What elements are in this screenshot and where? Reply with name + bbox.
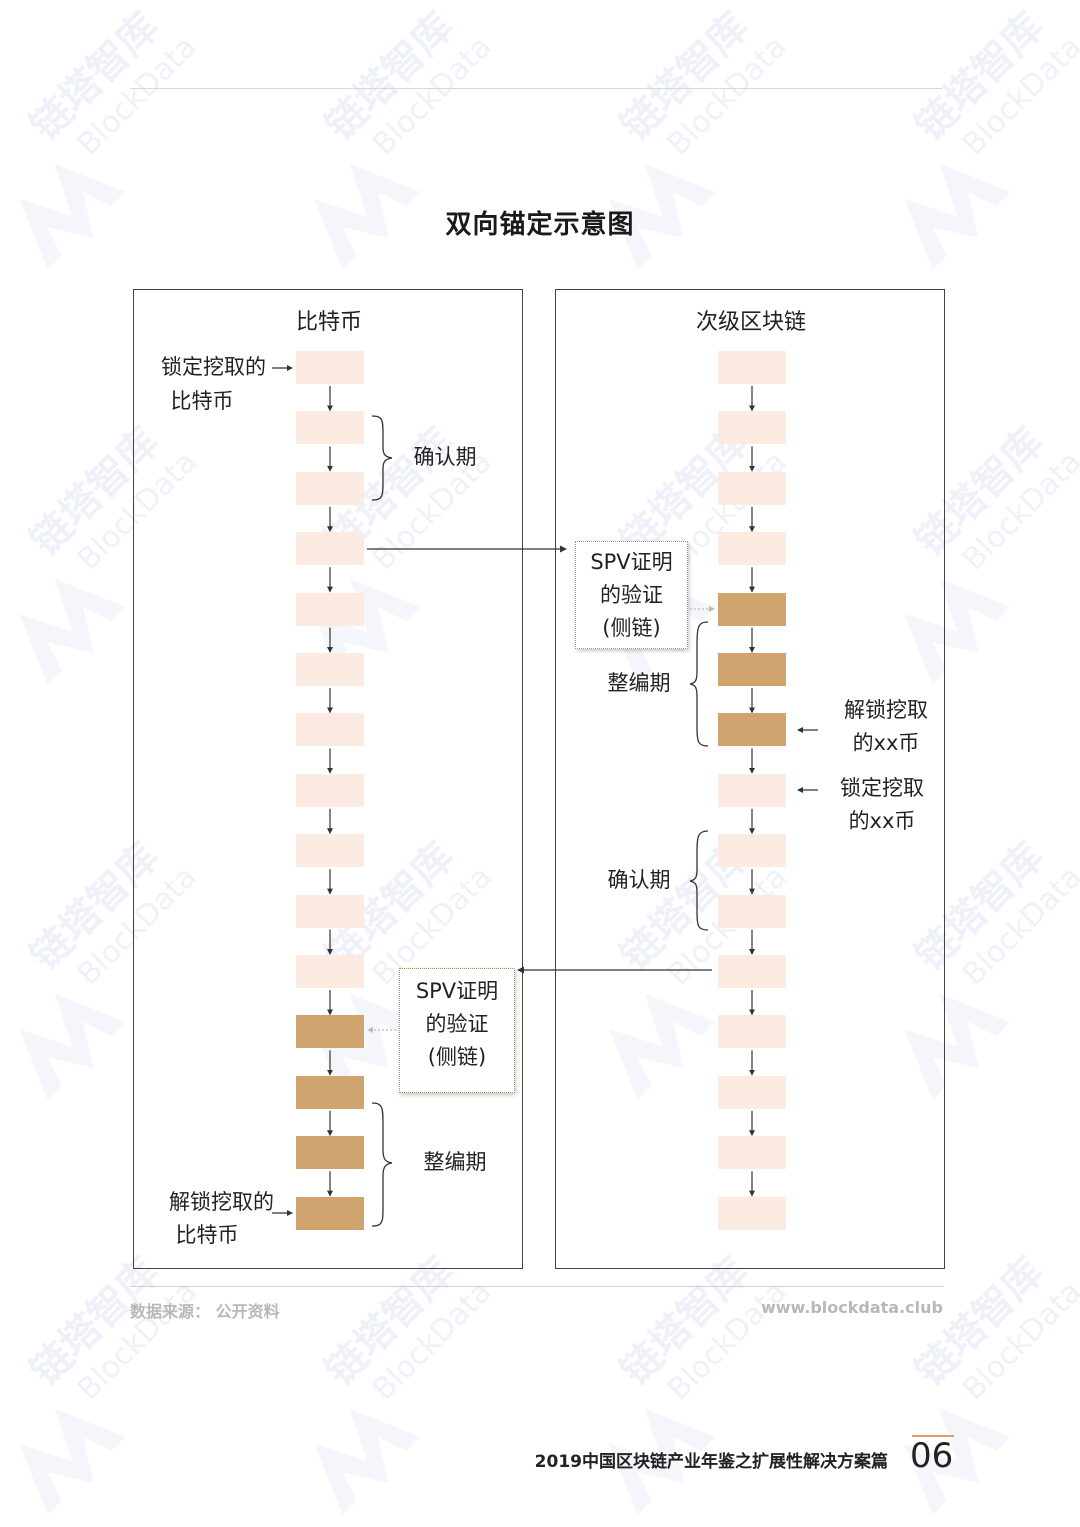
left-panel-bitcoin [133, 289, 523, 1269]
right-panel-title: 次级区块链 [695, 310, 806, 335]
right-chain-block [718, 1196, 786, 1230]
left-unlock-label-line2: 比特币 [175, 1223, 239, 1247]
right-lock-label-line2: 的xx币 [848, 809, 916, 833]
left-chain-block [296, 713, 364, 747]
left-chain-block [296, 1196, 364, 1230]
left-chain-block [296, 1015, 364, 1049]
right-chain-block [718, 532, 786, 566]
left-chain-block [296, 532, 364, 566]
right-chain-block [718, 592, 786, 626]
right-chain-block [718, 955, 786, 988]
left-confirm-label: 确认期 [413, 445, 477, 469]
left-spv-line1: SPV证明 [415, 979, 499, 1003]
svg-text:BlockData: BlockData [956, 29, 1080, 162]
svg-text:链塔智库: 链塔智库 [317, 1249, 463, 1395]
bottom-divider [130, 1286, 944, 1287]
left-chain-block [296, 834, 364, 868]
svg-text:BlockData: BlockData [71, 29, 204, 162]
right-spv-verification-box: SPV证明 的验证 (侧链) [575, 541, 688, 649]
right-unlock-label-line2: 的xx币 [852, 731, 920, 755]
website-link[interactable]: www.blockdata.club [760, 1298, 943, 1317]
right-consolidate-label: 整编期 [607, 671, 671, 695]
svg-text:链塔智库: 链塔智库 [907, 1249, 1053, 1395]
left-spv-line3: (侧链) [427, 1045, 487, 1069]
left-chain-block [296, 1075, 364, 1109]
left-chain-block [296, 894, 364, 928]
left-chain-block [296, 773, 364, 807]
right-unlock-label-line1: 解锁挖取 [844, 698, 928, 722]
svg-text:BlockData: BlockData [366, 1274, 499, 1407]
data-source: 数据来源： 公开资料 [130, 1302, 280, 1321]
right-spv-line2: 的验证 [600, 583, 663, 607]
right-panel-sidechain [555, 289, 945, 1269]
report-title: 2019中国区块链产业年鉴之扩展性解决方案篇 [534, 1452, 888, 1472]
left-lock-label-line2: 比特币 [170, 389, 234, 413]
left-spv-verification-box: SPV证明 的验证 (侧链) [399, 968, 515, 1093]
left-panel-title: 比特币 [295, 310, 362, 335]
svg-text:链塔智库: 链塔智库 [612, 4, 758, 150]
left-chain-block [296, 1136, 364, 1170]
svg-text:BlockData: BlockData [661, 29, 794, 162]
page-number: 06 [910, 1436, 954, 1476]
svg-text:BlockData: BlockData [956, 444, 1080, 577]
right-chain-block [718, 1136, 786, 1170]
right-chain-block [718, 653, 786, 686]
top-divider [130, 88, 942, 89]
svg-text:BlockData: BlockData [956, 1274, 1080, 1407]
left-chain-block [296, 411, 364, 445]
right-chain-block [718, 351, 786, 384]
page-number-accent [912, 1435, 954, 1437]
right-chain-block [718, 471, 786, 505]
right-chain-block [718, 894, 786, 928]
svg-text:链塔智库: 链塔智库 [612, 1249, 758, 1395]
svg-text:BlockData: BlockData [956, 859, 1080, 992]
left-chain-block [296, 471, 364, 505]
left-unlock-label-line1: 解锁挖取的 [169, 1190, 274, 1214]
diagram-title: 双向锚定示意图 [445, 210, 635, 240]
left-spv-line2: 的验证 [425, 1012, 489, 1036]
right-spv-line1: SPV证明 [590, 550, 673, 574]
svg-text:BlockData: BlockData [661, 1274, 794, 1407]
right-chain-block [718, 411, 786, 445]
left-chain-block [296, 955, 364, 988]
left-lock-label-line1: 锁定挖取的 [161, 355, 266, 379]
svg-text:链塔智库: 链塔智库 [22, 4, 168, 150]
svg-text:BlockData: BlockData [366, 29, 499, 162]
right-chain-block [718, 773, 786, 807]
left-consolidate-label: 整编期 [423, 1150, 487, 1174]
svg-text:链塔智库: 链塔智库 [907, 4, 1053, 150]
right-lock-label-line1: 锁定挖取 [840, 776, 924, 800]
left-chain-block [296, 592, 364, 626]
left-chain-block [296, 351, 364, 384]
svg-text:BlockData: BlockData [71, 1274, 204, 1407]
right-chain-block [718, 1015, 786, 1049]
left-chain-block [296, 653, 364, 686]
right-spv-line3: (侧链) [602, 616, 661, 640]
right-chain-block [718, 713, 786, 747]
right-confirm-label: 确认期 [607, 868, 671, 892]
svg-text:链塔智库: 链塔智库 [317, 4, 463, 150]
right-chain-block [718, 834, 786, 868]
right-chain-block [718, 1075, 786, 1109]
